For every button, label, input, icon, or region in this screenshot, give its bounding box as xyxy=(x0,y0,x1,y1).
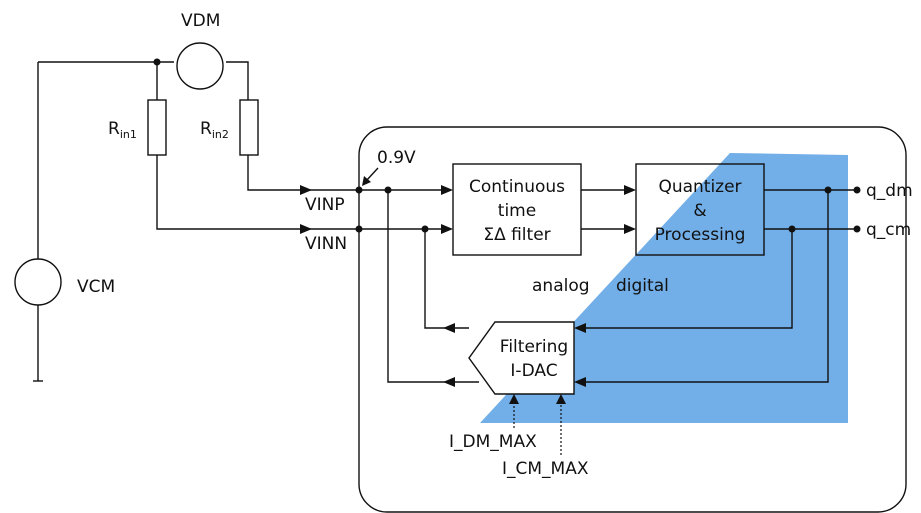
vinp-node-dot xyxy=(355,186,363,194)
q-dm-terminal-dot xyxy=(853,186,861,194)
continuous-time-filter-block xyxy=(452,163,582,256)
vinp-label: VINP xyxy=(305,195,345,215)
vinn-label: VINN xyxy=(305,234,347,254)
q-cm-feedback-arrow-icon xyxy=(574,323,586,333)
chip-boundary xyxy=(358,126,907,513)
i-dm-max-label: I_DM_MAX xyxy=(449,432,537,452)
q-cm-label: q_cm xyxy=(866,220,911,240)
vcm-source-icon xyxy=(14,258,62,306)
bias-label: 0.9V xyxy=(377,148,416,168)
quantizer-top-arrow-icon xyxy=(624,185,636,195)
rin2-label: Rin2 xyxy=(200,119,229,141)
quantizer-bottom-arrow-icon xyxy=(624,224,636,234)
rin1-resistor xyxy=(147,99,167,156)
q-dm-label: q_dm xyxy=(866,181,913,201)
q-dm-feedback-arrow-icon xyxy=(574,377,586,387)
quantizer-label-line3: Processing xyxy=(655,225,746,245)
rin2-wire-bottom xyxy=(247,155,315,191)
rin1-label: Rin1 xyxy=(108,119,137,141)
vdm-source-icon xyxy=(176,42,224,90)
filtering-idac-block xyxy=(468,321,575,395)
vinn-filter-arrow-icon xyxy=(441,224,453,234)
q-dm-feedback-wire xyxy=(582,190,829,383)
rin2-resistor xyxy=(239,99,259,156)
top-wire-right xyxy=(226,61,249,100)
q-cm-terminal-dot xyxy=(853,225,861,233)
vinn-arrow-icon xyxy=(300,224,312,234)
vinn-node-dot xyxy=(355,225,363,233)
q-cm-feedback-wire xyxy=(582,229,793,329)
filter-label-line2: time xyxy=(498,201,536,221)
analog-domain-label: analog xyxy=(532,276,590,296)
rin1-wire-bottom xyxy=(156,155,315,230)
idac-label-line2: I-DAC xyxy=(510,361,557,381)
filter-label-line3: ΣΔ filter xyxy=(483,225,550,245)
i-cm-max-arrow-icon xyxy=(556,394,566,404)
vinp-arrow-icon xyxy=(300,185,312,195)
i-dm-max-arrow-icon xyxy=(509,394,519,404)
idac-to-vinn-arrow-icon xyxy=(443,323,455,333)
quantizer-label-line2: & xyxy=(693,201,706,221)
idac-to-vinp-arrow-icon xyxy=(443,377,455,387)
digital-domain-label: digital xyxy=(616,276,669,296)
i-cm-max-label: I_CM_MAX xyxy=(502,459,589,479)
vinp-filter-arrow-icon xyxy=(441,185,453,195)
bias-arrow-line xyxy=(365,167,379,182)
vdm-label: VDM xyxy=(181,11,220,31)
vcm-label: VCM xyxy=(77,277,115,297)
bias-arrow-icon xyxy=(362,176,371,186)
quantizer-label-line1: Quantizer xyxy=(658,177,741,197)
quantizer-block xyxy=(635,163,765,256)
idac-label-line1: Filtering xyxy=(500,337,568,357)
filter-label-line1: Continuous xyxy=(469,177,565,197)
